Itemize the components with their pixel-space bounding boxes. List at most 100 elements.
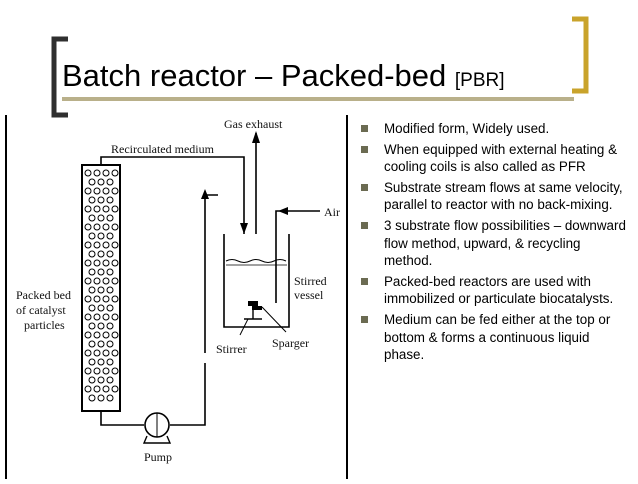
sparger-element bbox=[248, 301, 258, 306]
bullet-text: 3 substrate flow possibilities – downwar… bbox=[384, 217, 626, 269]
catalyst-particle bbox=[93, 349, 101, 357]
catalyst-particle bbox=[84, 205, 92, 213]
label-recirculated-medium: Recirculated medium bbox=[111, 142, 215, 156]
catalyst-particle bbox=[97, 286, 105, 294]
catalyst-particle bbox=[84, 259, 92, 267]
bullet-item: 3 substrate flow possibilities – downwar… bbox=[356, 217, 632, 270]
catalyst-particle bbox=[106, 214, 114, 222]
catalyst-particle bbox=[111, 223, 119, 231]
air-inlet-line bbox=[275, 210, 320, 303]
bullet-item: When equipped with external heating & co… bbox=[356, 141, 632, 176]
gas-exhaust-arrow bbox=[252, 131, 260, 143]
catalyst-particle bbox=[97, 322, 105, 330]
catalyst-particle bbox=[106, 196, 114, 204]
catalyst-particle bbox=[106, 304, 114, 312]
catalyst-particle bbox=[93, 205, 101, 213]
catalyst-particle bbox=[102, 223, 110, 231]
catalyst-particle bbox=[111, 313, 119, 321]
catalyst-particle bbox=[84, 169, 92, 177]
sparger-element-2 bbox=[252, 306, 262, 310]
catalyst-particle bbox=[97, 196, 105, 204]
catalyst-particle bbox=[111, 169, 119, 177]
catalyst-particle bbox=[111, 241, 119, 249]
bullet-text: Packed-bed reactors are used with immobi… bbox=[384, 273, 614, 307]
catalyst-particle bbox=[106, 268, 114, 276]
catalyst-particle bbox=[106, 322, 114, 330]
catalyst-particle bbox=[111, 277, 119, 285]
label-sparger: Sparger bbox=[272, 336, 309, 350]
catalyst-particle bbox=[97, 268, 105, 276]
catalyst-particle bbox=[84, 367, 92, 375]
catalyst-particle bbox=[84, 331, 92, 339]
catalyst-particle bbox=[102, 187, 110, 195]
catalyst-particle bbox=[106, 286, 114, 294]
catalyst-particle bbox=[97, 340, 105, 348]
slide-title: Batch reactor – Packed-bed [PBR] bbox=[62, 56, 505, 96]
bullet-marker bbox=[361, 145, 368, 153]
catalyst-particle bbox=[111, 385, 119, 393]
pump-base bbox=[142, 435, 172, 444]
catalyst-particle bbox=[88, 250, 96, 258]
label-packed-bed-3: particles bbox=[24, 318, 65, 332]
catalyst-particle bbox=[88, 340, 96, 348]
catalyst-particle bbox=[93, 367, 101, 375]
catalyst-particle bbox=[102, 259, 110, 267]
catalyst-particle bbox=[97, 358, 105, 366]
stirrer-pointer bbox=[239, 318, 249, 336]
bullet-text: When equipped with external heating & co… bbox=[384, 141, 618, 175]
catalyst-particle bbox=[106, 358, 114, 366]
catalyst-particle bbox=[93, 241, 101, 249]
catalyst-particle bbox=[93, 259, 101, 267]
sparger-pointer bbox=[261, 306, 287, 333]
catalyst-particle bbox=[84, 385, 92, 393]
catalyst-particle bbox=[88, 214, 96, 222]
catalyst-particle bbox=[102, 205, 110, 213]
catalyst-particle bbox=[93, 385, 101, 393]
label-packed-bed-1: Packed bed bbox=[16, 288, 71, 302]
bullet-marker bbox=[361, 277, 368, 285]
pump-feed-line bbox=[170, 363, 206, 426]
label-gas-exhaust: Gas exhaust bbox=[224, 117, 283, 131]
catalyst-particle bbox=[84, 313, 92, 321]
catalyst-particle bbox=[106, 394, 114, 402]
catalyst-particle bbox=[102, 385, 110, 393]
catalyst-particle bbox=[84, 187, 92, 195]
bullet-text: Substrate stream flows at same velocity,… bbox=[384, 179, 623, 213]
title-main: Batch reactor – Packed-bed bbox=[62, 58, 455, 93]
title-underline bbox=[62, 97, 574, 101]
bullet-list: Modified form, Widely used. When equippe… bbox=[356, 120, 632, 367]
catalyst-particle bbox=[111, 259, 119, 267]
catalyst-particles bbox=[84, 169, 119, 402]
left-bracket-decoration bbox=[51, 36, 68, 118]
bullet-marker bbox=[361, 125, 368, 132]
catalyst-particle bbox=[93, 187, 101, 195]
catalyst-particle bbox=[102, 169, 110, 177]
catalyst-particle bbox=[84, 223, 92, 231]
catalyst-particle bbox=[102, 295, 110, 303]
catalyst-particle bbox=[111, 367, 119, 375]
catalyst-particle bbox=[88, 268, 96, 276]
bullet-item: Substrate stream flows at same velocity,… bbox=[356, 179, 632, 214]
bullet-text: Modified form, Widely used. bbox=[384, 121, 550, 136]
packed-bed-diagram: Gas exhaust Recirculated medium Air Pack… bbox=[4, 113, 349, 479]
catalyst-particle bbox=[88, 286, 96, 294]
catalyst-particle bbox=[106, 340, 114, 348]
catalyst-particle bbox=[102, 313, 110, 321]
catalyst-particle bbox=[97, 394, 105, 402]
catalyst-particle bbox=[93, 277, 101, 285]
catalyst-particle bbox=[111, 349, 119, 357]
catalyst-particle bbox=[97, 178, 105, 186]
catalyst-particle bbox=[97, 232, 105, 240]
catalyst-particle bbox=[84, 349, 92, 357]
catalyst-particle bbox=[84, 295, 92, 303]
catalyst-particle bbox=[97, 304, 105, 312]
bullet-item: Medium can be fed either at the top or b… bbox=[356, 311, 632, 364]
catalyst-particle bbox=[88, 376, 96, 384]
catalyst-particle bbox=[88, 232, 96, 240]
bullet-text: Medium can be fed either at the top or b… bbox=[384, 311, 611, 363]
title-suffix: [PBR] bbox=[454, 70, 505, 91]
catalyst-particle bbox=[97, 250, 105, 258]
label-pump: Pump bbox=[144, 450, 172, 464]
catalyst-particle bbox=[93, 295, 101, 303]
